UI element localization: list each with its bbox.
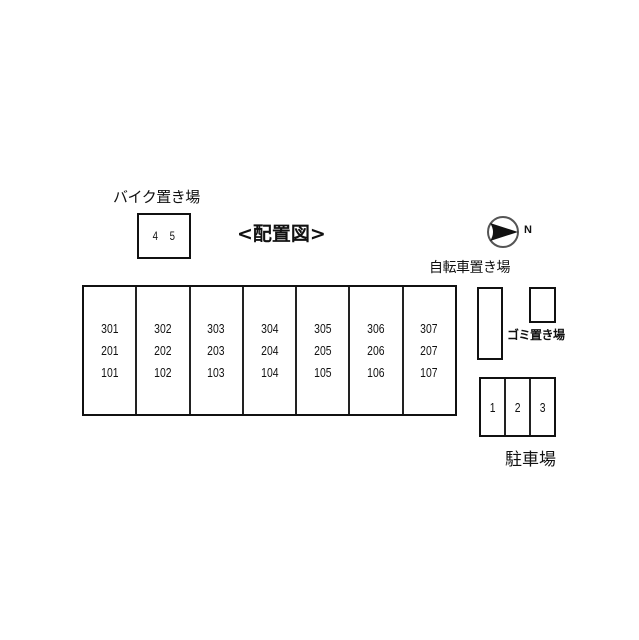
unit-102: 102 — [154, 364, 172, 380]
car-parking-area: 1 2 3 — [479, 377, 556, 437]
bicycle-parking-area — [477, 287, 503, 360]
unit-103: 103 — [207, 364, 225, 380]
unit-column-6: 306 206 106 — [350, 287, 404, 414]
car-space-3: 3 — [531, 379, 554, 435]
trash-area-label: ゴミ置き場 — [507, 328, 565, 342]
unit-204: 204 — [260, 342, 279, 358]
motorbike-space-4: 4 — [152, 229, 159, 243]
motorbike-space-5: 5 — [169, 229, 176, 243]
motorbike-parking-label: バイク置き場 — [113, 188, 200, 206]
apartment-building: 301 201 101 302 202 102 303 203 103 304 … — [82, 285, 457, 416]
car-space-3-number: 3 — [539, 399, 546, 415]
page-title: <配置図> — [237, 223, 326, 245]
unit-column-1: 301 201 101 — [84, 287, 138, 414]
unit-column-2: 302 202 102 — [137, 287, 191, 414]
unit-column-5: 305 205 105 — [297, 287, 351, 414]
car-space-2: 2 — [506, 379, 531, 435]
bicycle-parking-label: 自転車置き場 — [429, 260, 511, 276]
unit-column-4: 304 204 104 — [244, 287, 298, 414]
unit-201: 201 — [100, 342, 119, 358]
unit-307: 307 — [420, 320, 439, 336]
unit-206: 206 — [367, 342, 385, 358]
unit-101: 101 — [100, 364, 119, 380]
car-space-1: 1 — [481, 379, 506, 435]
unit-303: 303 — [207, 320, 225, 336]
unit-107: 107 — [420, 364, 439, 380]
unit-106: 106 — [367, 364, 385, 380]
car-space-1-number: 1 — [489, 399, 496, 415]
car-space-2-number: 2 — [514, 399, 521, 415]
unit-207: 207 — [420, 342, 439, 358]
unit-306: 306 — [367, 320, 385, 336]
unit-202: 202 — [154, 342, 172, 358]
unit-104: 104 — [260, 364, 279, 380]
unit-105: 105 — [314, 364, 332, 380]
car-parking-label: 駐車場 — [505, 450, 556, 470]
unit-304: 304 — [260, 320, 279, 336]
motorbike-parking-area: 4 5 — [137, 213, 191, 259]
north-arrow-icon — [486, 216, 536, 250]
unit-column-3: 303 203 103 — [191, 287, 244, 414]
unit-302: 302 — [154, 320, 172, 336]
trash-area — [529, 287, 556, 323]
unit-305: 305 — [314, 320, 332, 336]
unit-203: 203 — [207, 342, 225, 358]
unit-column-7: 307 207 107 — [404, 287, 455, 414]
unit-301: 301 — [100, 320, 119, 336]
north-label: N — [524, 224, 532, 236]
unit-205: 205 — [314, 342, 332, 358]
